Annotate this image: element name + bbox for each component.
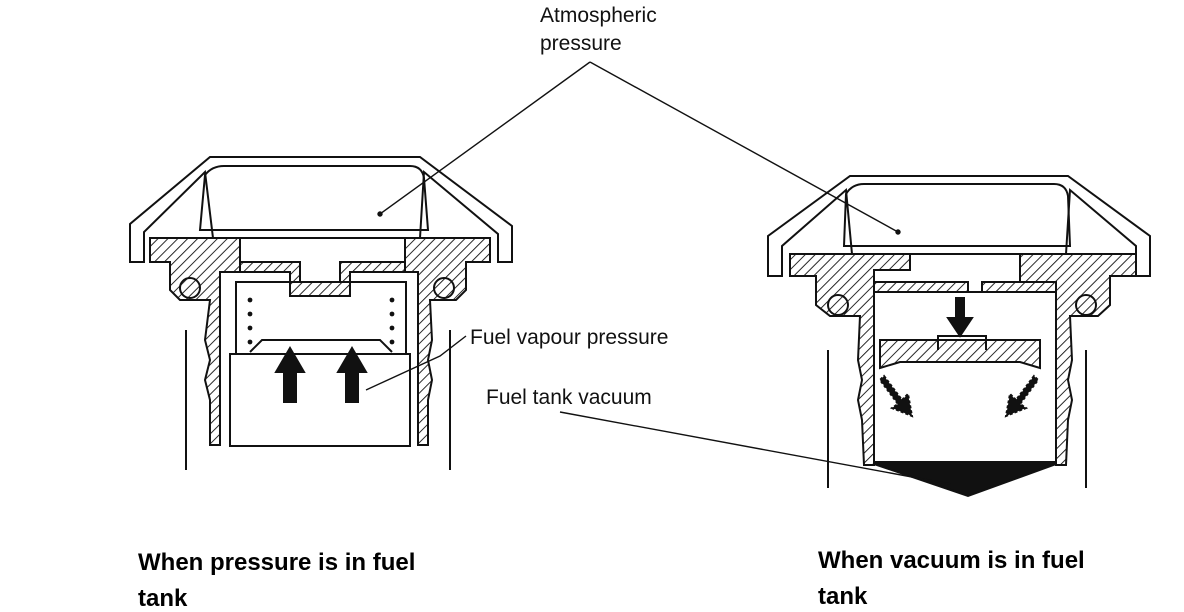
right-filler-neck bbox=[873, 291, 1057, 463]
right-cap-outer-shell bbox=[767, 175, 1151, 277]
label-fuel-tank-vacuum: Fuel tank vacuum bbox=[486, 386, 652, 409]
right-valve-seat bbox=[937, 335, 987, 350]
right-plate-left bbox=[873, 281, 969, 293]
leader-fuel-tank-vacuum bbox=[559, 411, 951, 485]
leader-fuel-vapour bbox=[365, 335, 467, 391]
left-spring-coils bbox=[247, 297, 395, 345]
left-diaphragm bbox=[249, 339, 393, 353]
label-atmospheric-line2: pressure bbox=[540, 32, 622, 55]
left-pressure-arrow-2 bbox=[336, 346, 368, 403]
right-collar-left bbox=[789, 253, 911, 466]
caption-left-line1: When pressure is in fuel bbox=[138, 549, 415, 576]
leader-lines bbox=[365, 61, 951, 485]
left-pressure-arrow-1 bbox=[274, 346, 306, 403]
left-filler-neck bbox=[229, 353, 411, 447]
right-cap-assembly bbox=[767, 175, 1151, 498]
left-collar-right bbox=[404, 237, 491, 446]
caption-right-line2: tank bbox=[818, 583, 868, 610]
label-atmospheric-line1: Atmospheric bbox=[540, 4, 657, 27]
left-cap-dome bbox=[198, 165, 430, 231]
left-clip-left bbox=[179, 277, 201, 299]
leader-atmospheric-right bbox=[589, 61, 899, 233]
left-clip-right bbox=[433, 277, 455, 299]
caption-left-line2: tank bbox=[138, 585, 188, 612]
left-collar-left bbox=[149, 237, 241, 446]
right-valve bbox=[879, 339, 1041, 370]
right-diag-arrow-right bbox=[1004, 374, 1040, 418]
label-fuel-vapour-pressure: Fuel vapour pressure bbox=[470, 326, 668, 349]
right-plate-right bbox=[981, 281, 1057, 293]
left-valve-plate bbox=[239, 261, 406, 297]
left-cap-assembly bbox=[129, 156, 513, 470]
right-cap-dome bbox=[842, 183, 1072, 247]
leader-atmospheric-left bbox=[379, 61, 591, 215]
right-down-arrow bbox=[946, 297, 974, 338]
right-clip-left bbox=[827, 294, 849, 316]
left-cap-outer-shell bbox=[129, 156, 513, 263]
right-diag-arrow-left bbox=[878, 374, 914, 418]
right-tank-vacuum-arrow bbox=[873, 463, 1057, 498]
right-clip-right bbox=[1075, 294, 1097, 316]
caption-right-line1: When vacuum is in fuel bbox=[818, 547, 1085, 574]
